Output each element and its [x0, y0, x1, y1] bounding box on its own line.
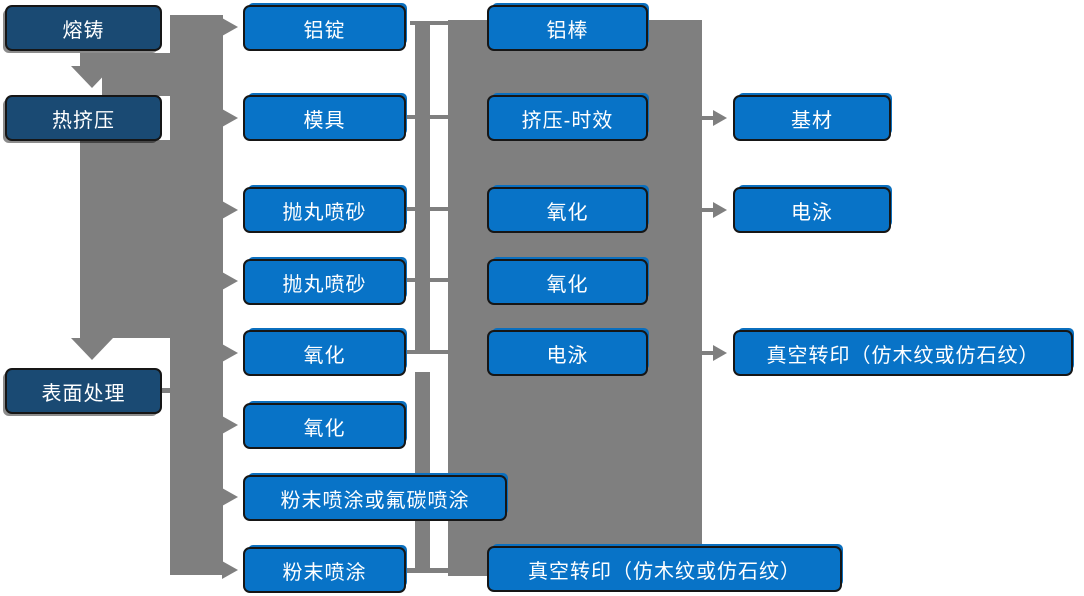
connector-row2-stub [405, 115, 448, 119]
arrow-right-to-shot-blasting-2-icon [222, 272, 238, 290]
connector-main-bus-vertical [170, 15, 223, 575]
node-extrusion-aging: 挤压-时效 [487, 95, 648, 141]
node-aluminum-rod: 铝棒 [487, 5, 648, 51]
arrow-right-to-oxidation-2-icon [222, 416, 238, 434]
node-vacuum-transfer-right: 真空转印（仿木纹或仿石纹） [733, 330, 1073, 376]
connector-surface-treatment-stub [160, 388, 174, 393]
connector-row1-stub [410, 21, 448, 25]
connector-vacuum-transfer-shaft [702, 351, 714, 355]
arrow-right-to-vacuum-transfer-icon [713, 345, 727, 361]
node-electrophoresis-2: 电泳 [733, 187, 891, 233]
node-hot-extrusion: 热挤压 [5, 95, 162, 141]
arrow-down-to-surface-treatment-icon [71, 338, 113, 360]
connector-row3-stub [405, 207, 448, 211]
node-shot-blasting-1: 抛丸喷砂 [243, 187, 406, 233]
node-oxidation-4: 氧化 [487, 259, 648, 305]
arrow-down-to-hot-extrusion-icon [71, 66, 113, 88]
node-base-material: 基材 [733, 95, 891, 141]
arrow-right-to-powder-coating-icon [222, 561, 238, 579]
arrow-right-to-mold-icon [222, 109, 238, 127]
arrow-right-to-base-material-icon [713, 110, 727, 126]
connector-row5-stub [405, 350, 448, 354]
node-shot-blasting-2: 抛丸喷砂 [243, 259, 406, 305]
node-powder-or-fluorocarbon-coating: 粉末喷涂或氟碳喷涂 [243, 475, 507, 521]
connector-mid-rail-lower [415, 372, 430, 572]
node-oxidation-1: 氧化 [243, 330, 406, 376]
arrow-right-to-shot-blasting-1-icon [222, 201, 238, 219]
arrow-right-to-oxidation-1-icon [222, 344, 238, 362]
connector-mid-rail-upper [415, 22, 430, 352]
arrow-right-to-powder-fluorocarbon-icon [222, 488, 238, 506]
arrow-right-to-aluminum-ingot-icon [222, 18, 238, 36]
connector-electrophoresis-shaft [702, 208, 714, 212]
connector-row4-stub [405, 278, 448, 282]
connector-left-mass [80, 140, 172, 338]
node-aluminum-ingot: 铝锭 [243, 5, 406, 51]
connector-upper-fill [102, 64, 172, 96]
node-mold: 模具 [243, 95, 406, 141]
node-vacuum-transfer-bottom: 真空转印（仿木纹或仿石纹） [487, 546, 842, 592]
connector-base-material-shaft [702, 116, 714, 120]
node-oxidation-3: 氧化 [487, 187, 648, 233]
node-electrophoresis-1: 电泳 [487, 330, 648, 376]
connector-bottom-stub [405, 568, 490, 573]
arrow-right-to-electrophoresis-icon [713, 202, 727, 218]
node-powder-coating: 粉末喷涂 [243, 547, 406, 593]
node-surface-treatment: 表面处理 [5, 368, 162, 414]
node-melting-casting: 熔铸 [5, 5, 162, 51]
node-oxidation-2: 氧化 [243, 403, 406, 449]
